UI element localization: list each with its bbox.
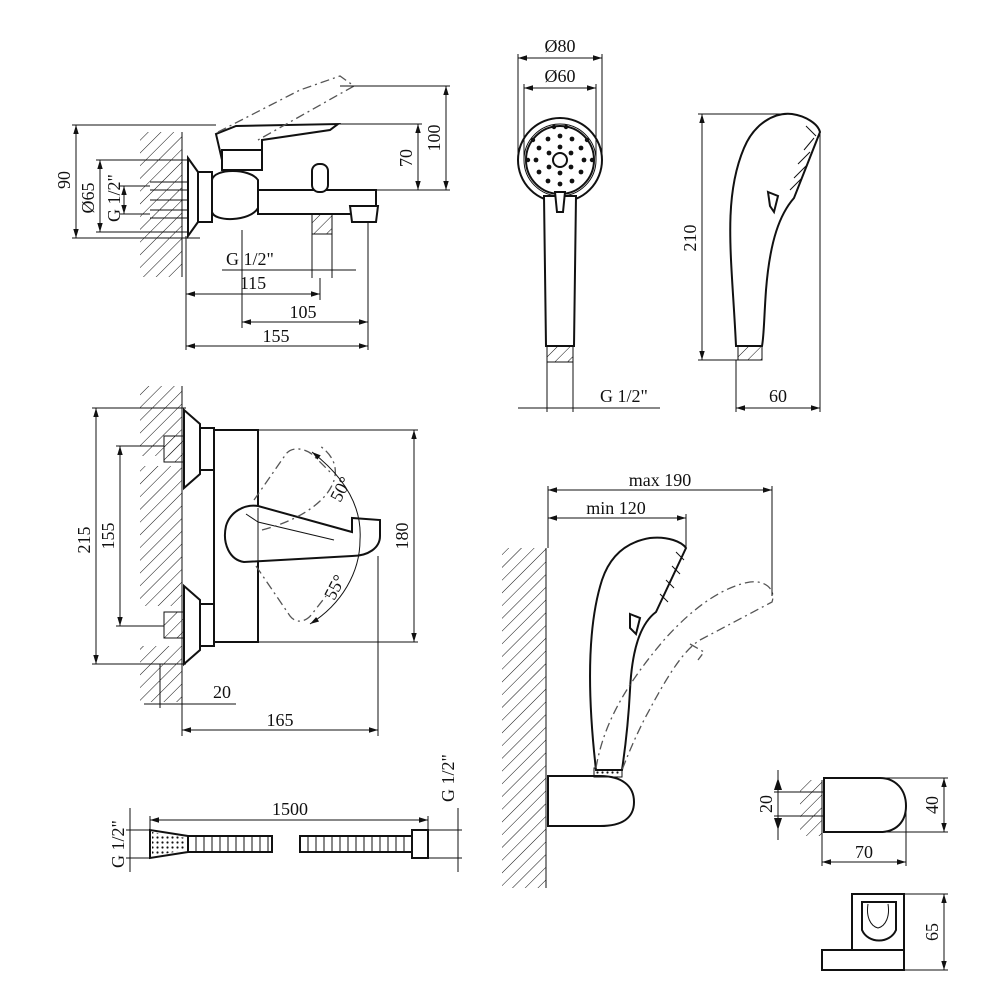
angle-55-label: 55° <box>320 571 349 603</box>
handshower-front-view: Ø80 Ø60 G 1/2" <box>517 36 660 412</box>
dim-d80-label: Ø80 <box>545 36 576 56</box>
mixer-top-view: 50° 55° 215 155 180 20 165 <box>74 386 418 736</box>
handshower-side-view: 210 60 <box>680 112 822 412</box>
dim-165-label: 165 <box>267 710 294 730</box>
dim-40-bracket-label: 40 <box>922 796 942 814</box>
dim-g12-hose-right-label: G 1/2" <box>438 754 458 802</box>
dim-g12-outlet-label: G 1/2" <box>226 249 274 269</box>
dim-d65-label: Ø65 <box>78 183 98 214</box>
hose-view: 1500 G 1/2" G 1/2" <box>108 754 462 872</box>
dim-g12-label: G 1/2" <box>104 174 124 222</box>
dim-155-label: 155 <box>263 326 290 346</box>
dim-d60-label: Ø60 <box>545 66 576 86</box>
dim-180-label: 180 <box>392 523 412 550</box>
dim-65-bracket-label: 65 <box>922 923 942 941</box>
dim-1500-label: 1500 <box>272 799 308 819</box>
dim-20-bracket-label: 20 <box>756 795 776 813</box>
mixer-side-view: 90 Ø65 G 1/2" G 1/2" 115 105 155 <box>54 75 450 350</box>
dim-210-label: 210 <box>680 225 700 252</box>
dim-90-label: 90 <box>54 171 74 189</box>
dim-115-label: 115 <box>240 273 266 293</box>
dim-155-top-label: 155 <box>98 523 118 550</box>
dim-215-label: 215 <box>74 527 94 554</box>
dim-g12-hose-left-label: G 1/2" <box>108 820 128 868</box>
dim-105-label: 105 <box>290 302 317 322</box>
angle-50-label: 50° <box>326 473 355 505</box>
wall-hatch <box>140 132 182 277</box>
dim-max190-label: max 190 <box>629 470 692 490</box>
bracket-view: 20 40 70 65 <box>756 770 948 971</box>
dim-min120-label: min 120 <box>586 498 646 518</box>
dim-60-hs-label: 60 <box>769 386 787 406</box>
holder-side-view: max 190 min 120 <box>502 470 774 888</box>
dim-100-label: 100 <box>424 125 444 152</box>
dim-20-top-label: 20 <box>213 682 231 702</box>
dim-g12-hs-label: G 1/2" <box>600 386 648 406</box>
dim-70-bracket-label: 70 <box>855 842 873 862</box>
dim-70-label: 70 <box>396 149 416 167</box>
